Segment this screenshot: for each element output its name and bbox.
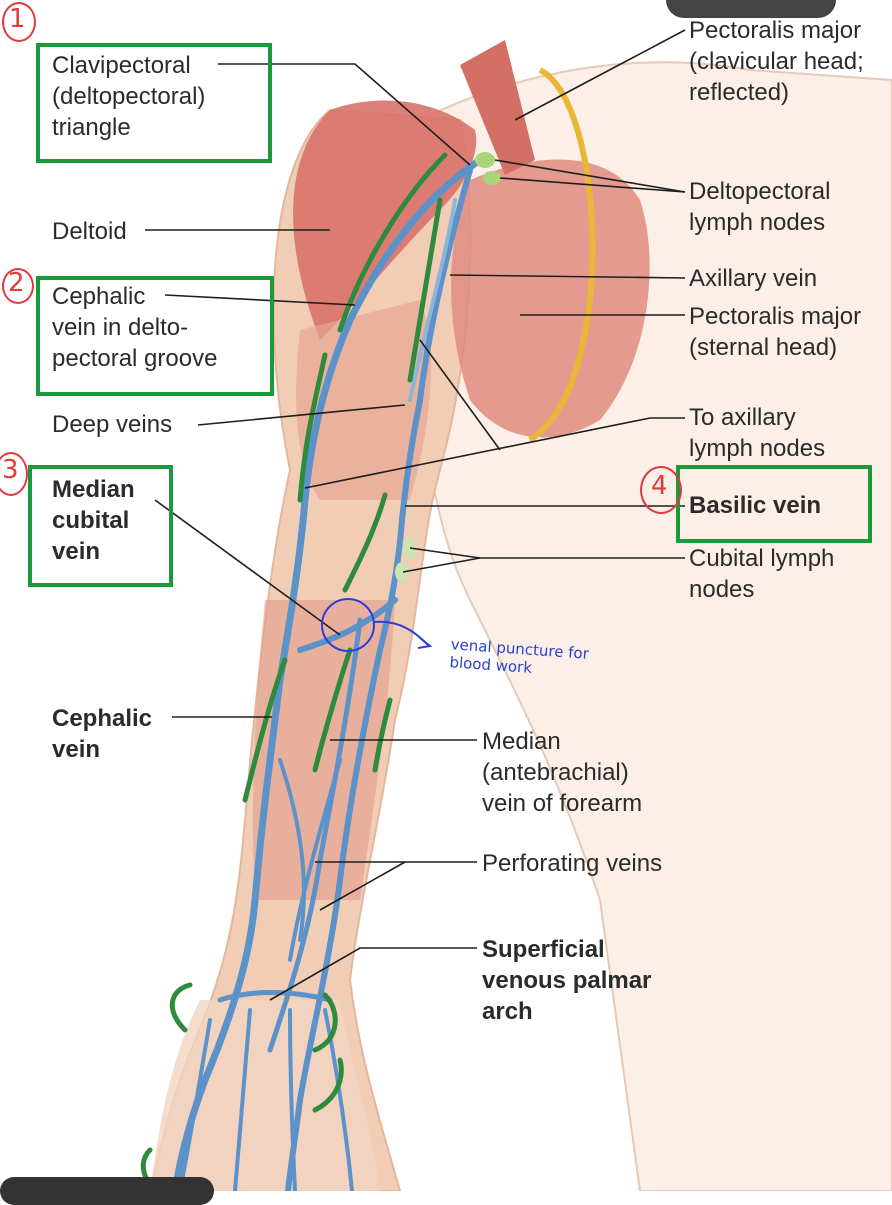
- leader-perforating-b: [319, 861, 406, 911]
- top-overlay-bar: [666, 0, 836, 18]
- puncture-arrowhead: [417, 637, 433, 649]
- label-cephalic-groove: Cephalic vein in delto- pectoral groove: [52, 283, 218, 372]
- label-pectoralis-clavicular: Pectoralis major (clavicular head; refle…: [689, 17, 864, 106]
- label-pectoralis-sternal: Pectoralis major (sternal head): [689, 303, 862, 361]
- forearm-branch-b: [288, 758, 342, 962]
- leader-deltopectoral-node-b: [499, 177, 686, 193]
- flow-arrow-5: [242, 657, 288, 803]
- median-cubital-vein-path: [297, 597, 398, 653]
- leader-clavipectoral: [218, 63, 471, 166]
- highlight-box-median-cubital: [28, 465, 173, 587]
- label-deltopectoral-nodes: Deltopectoral lymph nodes: [689, 178, 831, 236]
- deltopectoral-node-2: [483, 171, 501, 185]
- leader-palmar-arch: [269, 947, 477, 1001]
- leader-deep-veins: [197, 404, 406, 426]
- vein-network: [171, 156, 484, 1191]
- arm-muscles-upper: [296, 300, 431, 500]
- cubital-node-2: [395, 562, 409, 582]
- label-median-cubital-vein: Median cubital vein: [52, 476, 135, 565]
- leader-to-axillary: [304, 417, 685, 489]
- flow-arrows: [140, 152, 448, 1188]
- pectoralis-muscle: [451, 159, 650, 438]
- label-perforating-veins: Perforating veins: [482, 850, 663, 877]
- leader-cubital-nodes-b: [402, 557, 481, 573]
- forearm-branch-a: [278, 758, 306, 942]
- finger-vein-2: [233, 1008, 252, 1191]
- lymph-nodes: [395, 152, 501, 582]
- label-clavipectoral-triangle: Clavipectoral (deltopectoral) triangle: [52, 52, 206, 141]
- finger-vein-3: [288, 1008, 297, 1191]
- flow-arrow-9: [312, 992, 338, 1053]
- flow-arrow-2: [407, 197, 443, 383]
- number-circle-3: [0, 452, 28, 496]
- number-circle-1: [2, 2, 36, 42]
- number-circle-2: [2, 268, 34, 304]
- leader-axillary-vein: [449, 274, 686, 279]
- leader-median-cubital: [154, 499, 341, 636]
- finger-vein-1: [178, 1018, 212, 1191]
- label-deep-veins: Deep veins: [52, 411, 173, 438]
- flow-arrow-8: [169, 982, 193, 1033]
- flow-arrow-10: [312, 1057, 344, 1113]
- label-basilic-vein: Basilic vein: [689, 492, 822, 519]
- annotation-number-2: 2: [8, 268, 25, 298]
- flow-arrow-4: [342, 492, 388, 593]
- annotation-number-1: 1: [9, 4, 26, 34]
- puncture-circle: [321, 598, 375, 652]
- highlight-box-cephalic-groove: [36, 276, 274, 396]
- label-median-antebrachial: Median (antebrachial) vein of forearm: [482, 728, 643, 817]
- leader-cephalic-groove: [164, 294, 356, 306]
- leader-deltopectoral-node-a: [494, 159, 686, 193]
- deltopectoral-node-1: [475, 152, 495, 168]
- highlight-box-clavipectoral: [36, 43, 272, 163]
- leader-lines: [145, 29, 686, 1001]
- label-deltoid: Deltoid: [52, 218, 127, 245]
- flow-arrow-6: [312, 647, 353, 773]
- number-circle-4: [640, 466, 682, 514]
- deltoid-muscle: [293, 100, 477, 340]
- fascia-border: [528, 67, 596, 443]
- basilic-vein-path: [285, 167, 473, 1191]
- bottom-overlay-bar: [0, 1177, 214, 1205]
- label-palmar-arch: Superficial venous palmar arch: [482, 936, 652, 1025]
- leader-to-axillary-b: [419, 339, 501, 451]
- deep-vein-path: [408, 198, 457, 402]
- label-cubital-lymph-nodes: Cubital lymph nodes: [689, 545, 835, 603]
- label-cephalic-vein: Cephalic vein: [52, 705, 153, 763]
- label-to-axillary-nodes: To axillary lymph nodes: [689, 404, 826, 462]
- forearm-muscles: [253, 600, 395, 900]
- flow-arrow-7: [372, 697, 393, 773]
- leader-pectoralis-clavicular: [514, 29, 686, 121]
- finger-vein-4: [323, 1008, 354, 1191]
- flow-arrow-1: [337, 152, 448, 333]
- annotation-number-4: 4: [651, 471, 668, 501]
- label-axillary-vein: Axillary vein: [689, 265, 818, 292]
- flow-arrow-3: [297, 352, 328, 503]
- palmar-arch-path: [217, 990, 333, 1003]
- pectoralis-clavicular-flap: [460, 40, 535, 175]
- annotation-number-3: 3: [2, 455, 19, 485]
